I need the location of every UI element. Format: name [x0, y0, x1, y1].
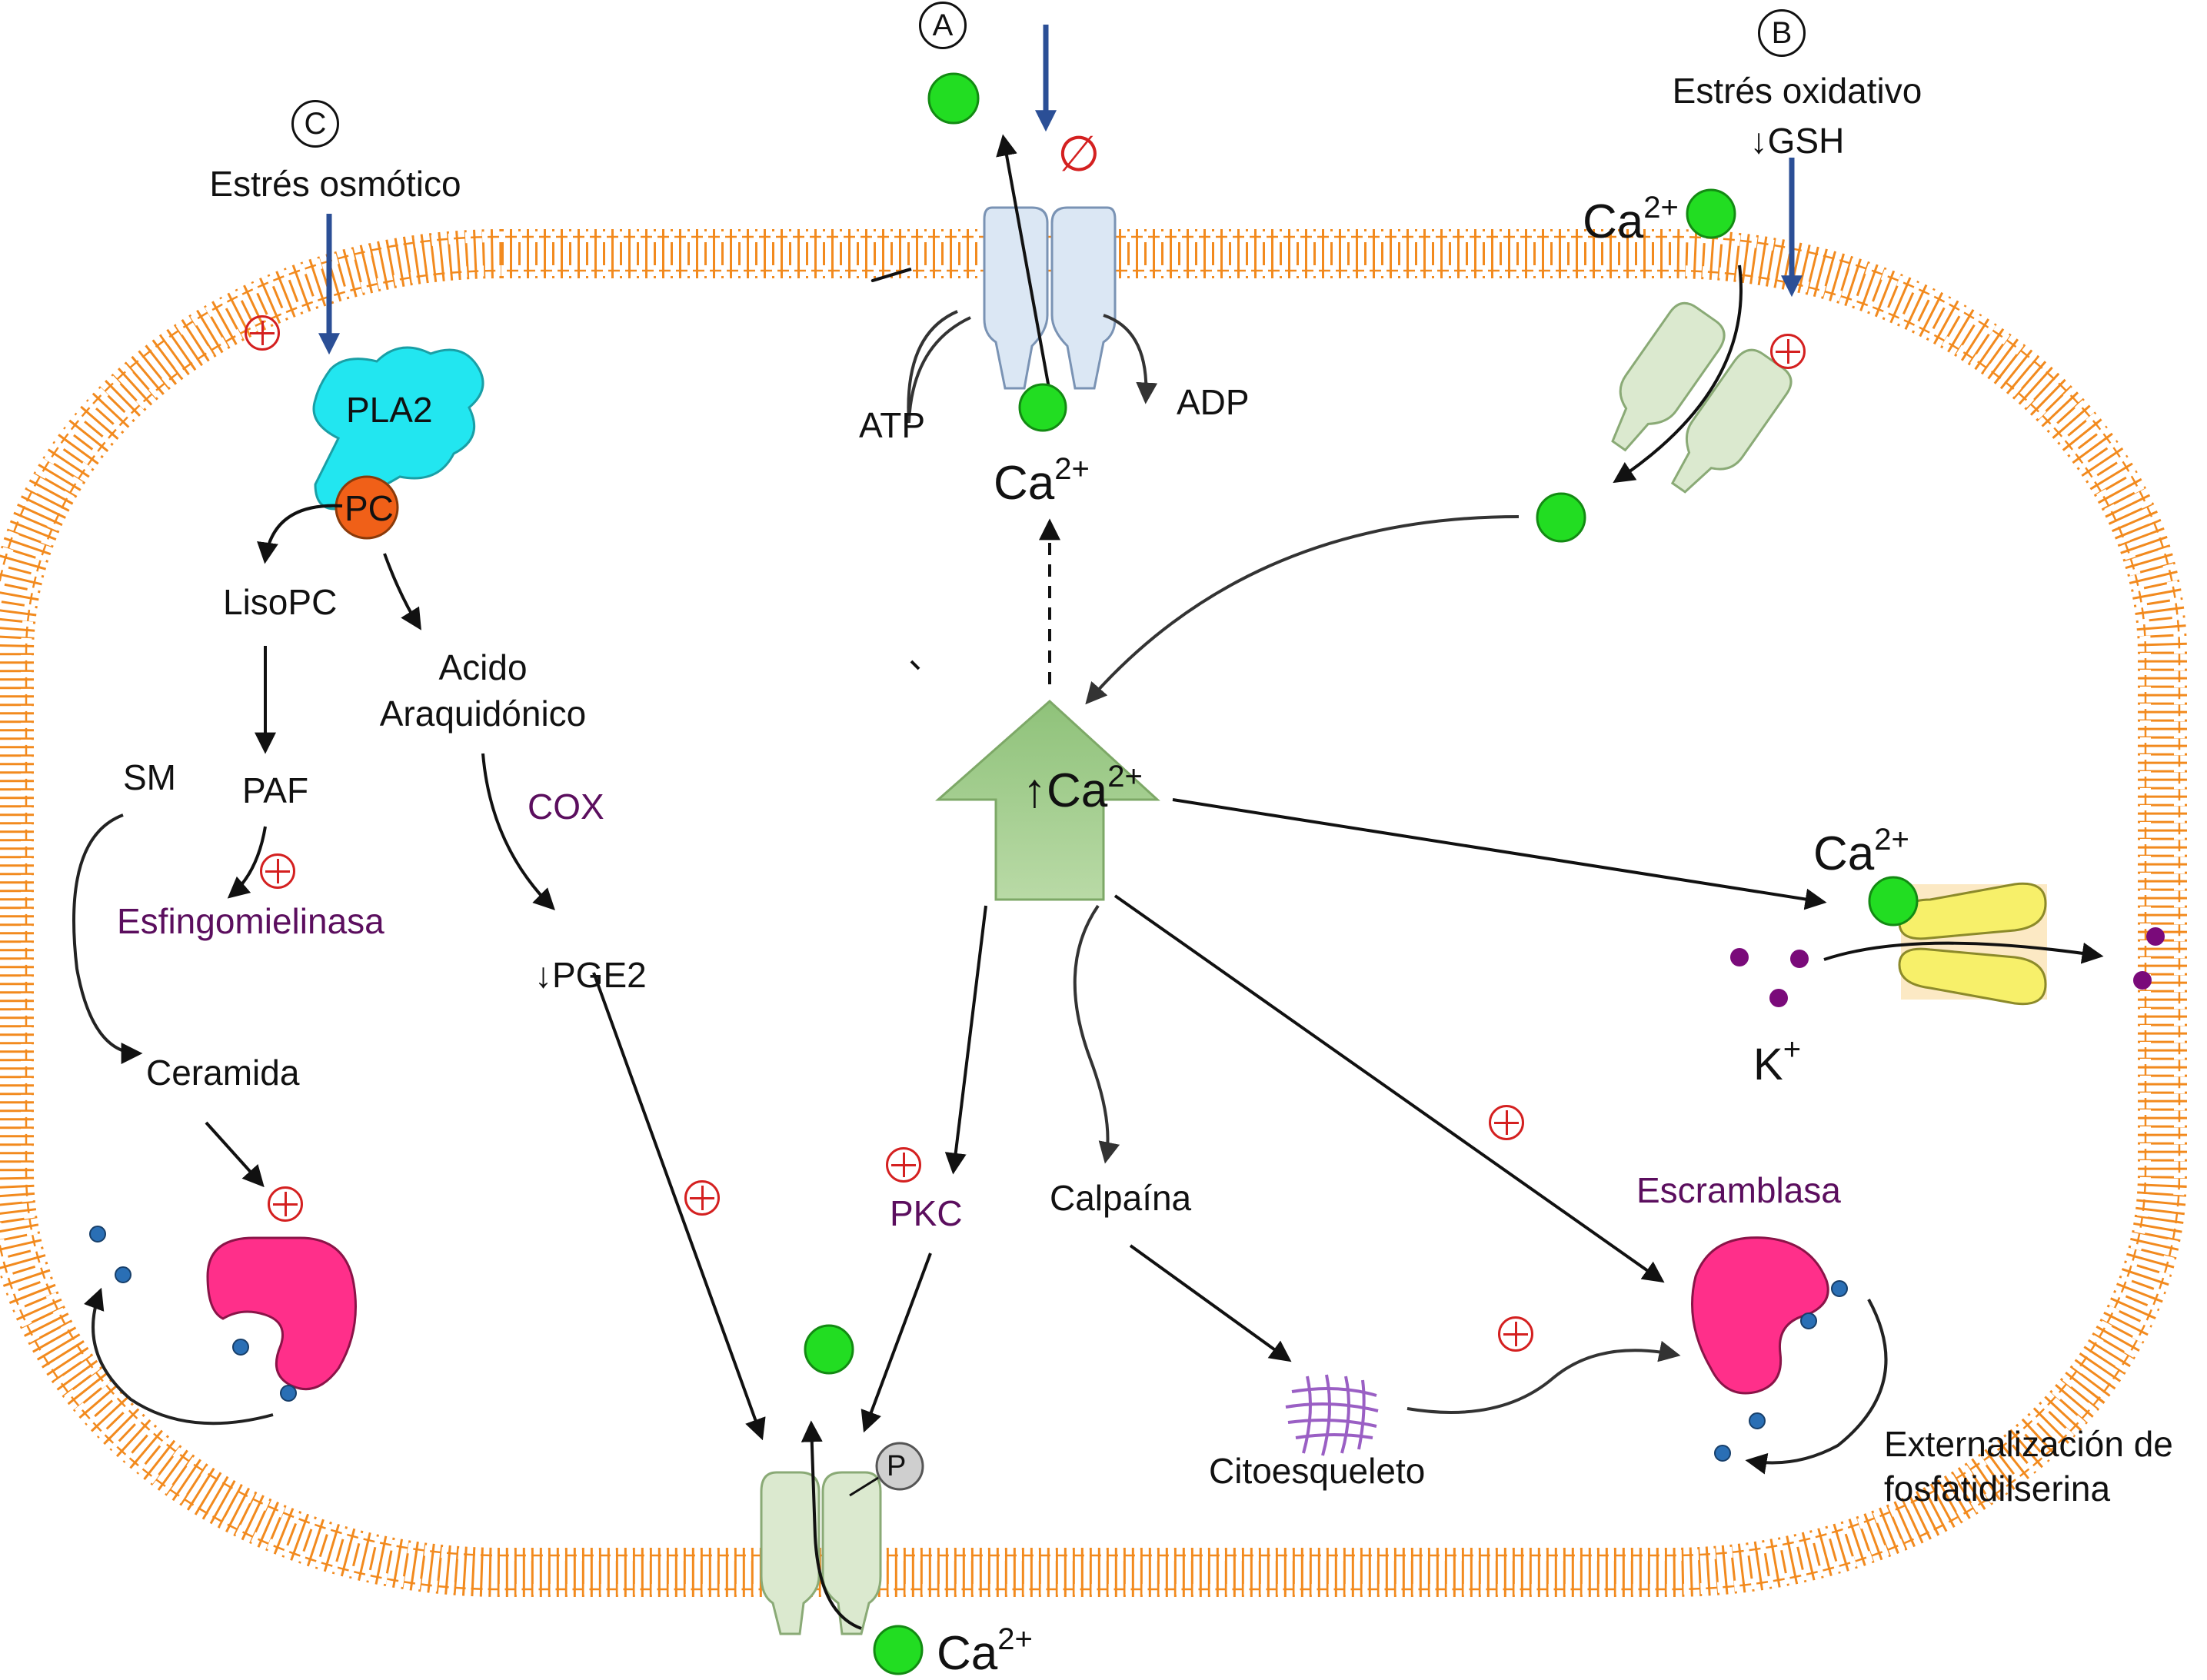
pla2-label: PLA2	[346, 390, 433, 430]
activation-plus-scramblase	[1489, 1105, 1524, 1140]
lisopc-label: LisoPC	[223, 582, 338, 622]
calcium-pump-channel	[983, 206, 1117, 390]
atp-label: ATP	[859, 405, 926, 445]
calcium-symbol: Ca	[994, 457, 1055, 510]
phosphate-group	[875, 1442, 924, 1491]
potassium-label: K+	[1753, 1034, 1801, 1087]
activation-plus-pge2	[684, 1180, 720, 1216]
potassium-charge: +	[1783, 1033, 1802, 1066]
calcium-channel-bottom	[760, 1471, 882, 1635]
null-symbol: ∅	[1057, 126, 1100, 181]
pla2-enzyme	[312, 346, 484, 511]
potassium-channel	[1898, 882, 2047, 1006]
calcium-charge: 2+	[997, 1622, 1033, 1656]
phosphate-label: P	[887, 1450, 907, 1482]
activation-plus-sphingomyelinase	[260, 853, 295, 889]
sphingomyelinase-label: Esfingomielinasa	[117, 901, 384, 941]
ceramide-label: Ceramida	[146, 1053, 300, 1093]
activation-plus-ceramide	[268, 1186, 303, 1222]
activation-plus-pla2	[245, 315, 280, 351]
calcium-symbol: Ca	[1583, 195, 1644, 248]
sphingomyelinase-protein	[206, 1236, 357, 1391]
calcium-charge: 2+	[1643, 191, 1679, 225]
marker-a: A	[919, 2, 967, 49]
calcium-increase-label: ↑Ca2+	[1023, 761, 1143, 815]
marker-c: C	[291, 100, 339, 148]
stimulus-oxidative-label: Estrés oxidativo	[1672, 71, 1922, 111]
externalization-label-1: Externalización de	[1884, 1424, 2173, 1464]
scramblase-protein	[1691, 1236, 1829, 1395]
cytoskeleton-icon	[1285, 1374, 1379, 1456]
pkc-label: PKC	[890, 1193, 963, 1233]
phosphatidylserine-right	[1714, 1280, 1848, 1462]
cytoskeleton-label: Citoesqueleto	[1209, 1451, 1426, 1491]
calcium-charge: 2+	[1107, 760, 1143, 793]
sm-label: SM	[123, 757, 176, 797]
activation-plus-pkc	[886, 1147, 921, 1183]
arachidonic-label-1: Acido	[438, 647, 528, 687]
arachidonic-label-2: Araquidónico	[379, 694, 587, 734]
paf-label: PAF	[242, 770, 309, 810]
atp-arrow	[907, 316, 971, 422]
calcium-charge: 2+	[1874, 823, 1909, 857]
calcium-increase-arrow	[935, 699, 1160, 901]
calcium-ions	[804, 72, 1919, 1675]
calcium-label-kchannel: Ca2+	[1813, 824, 1909, 878]
activation-plus-channel	[1770, 334, 1806, 369]
calcium-symbol: Ca	[1813, 827, 1875, 880]
phosphatidylserine-left	[89, 1226, 297, 1402]
pc-label: PC	[345, 488, 394, 528]
potassium-ions	[1730, 927, 2165, 1007]
cox-label: COX	[528, 787, 604, 827]
calpain-label: Calpaína	[1050, 1178, 1192, 1218]
pge2-label: ↓PGE2	[534, 955, 647, 995]
externalization-label-2: fosfatidilserina	[1884, 1469, 2111, 1509]
calcium-label-pump: Ca2+	[994, 454, 1090, 507]
scramblase-label: Escramblasa	[1636, 1170, 1841, 1210]
calcium-label-channel: Ca2+	[1583, 192, 1679, 246]
calcium-increase-symbol: ↑Ca	[1023, 764, 1108, 817]
activation-plus-cytoskeleton	[1498, 1316, 1533, 1352]
potassium-symbol: K	[1753, 1040, 1783, 1090]
pathway-arrows	[72, 134, 2104, 1630]
stimulus-osmotic-label: Estrés osmótico	[209, 164, 461, 204]
adp-label: ADP	[1177, 382, 1250, 422]
pc-molecule	[335, 475, 399, 540]
marker-b: B	[1758, 9, 1806, 57]
gsh-label: ↓GSH	[1749, 121, 1845, 161]
calcium-label-bottom: Ca2+	[937, 1624, 1033, 1678]
calcium-symbol: Ca	[937, 1627, 998, 1680]
calcium-channel-oxidative	[1611, 301, 1793, 494]
calcium-charge: 2+	[1054, 452, 1090, 486]
phosphate-link	[849, 1476, 879, 1497]
